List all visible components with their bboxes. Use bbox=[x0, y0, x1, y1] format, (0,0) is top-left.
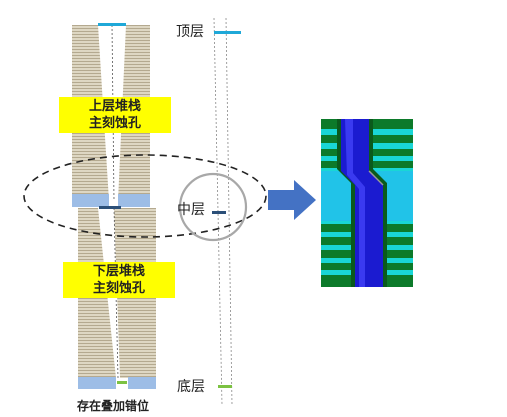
lower-stack-base-right bbox=[128, 377, 156, 389]
bottom-layer-label: 底层 bbox=[177, 379, 205, 395]
middle-layer-marker bbox=[212, 211, 226, 214]
lower-label-line1: 下层堆栈 bbox=[92, 264, 145, 279]
upper-top-marker bbox=[98, 23, 126, 26]
upper-stack-label: 上层堆栈 主刻蚀孔 bbox=[59, 97, 171, 133]
dashed-ellipse bbox=[23, 154, 267, 238]
upper-stack-base-right bbox=[118, 194, 150, 207]
simulation-panel bbox=[321, 119, 413, 287]
zoom-circle bbox=[178, 172, 248, 242]
lower-label-line2: 主刻蚀孔 bbox=[92, 281, 145, 296]
lower-stack-label: 下层堆栈 主刻蚀孔 bbox=[63, 262, 175, 298]
lower-middle-marker bbox=[99, 206, 121, 209]
misalignment-caption: 存在叠加错位 bbox=[77, 399, 150, 413]
right-arrow-icon bbox=[268, 180, 316, 220]
upper-label-line2: 主刻蚀孔 bbox=[88, 116, 141, 131]
lower-stack-base-left bbox=[78, 377, 116, 389]
bottom-layer-marker bbox=[218, 385, 232, 388]
middle-layer-label: 中层 bbox=[177, 202, 205, 218]
lower-bottom-marker bbox=[117, 381, 127, 384]
upper-label-line1: 上层堆栈 bbox=[88, 99, 141, 114]
top-layer-marker bbox=[214, 31, 241, 34]
upper-stack-base-left bbox=[72, 194, 109, 207]
top-layer-label: 顶层 bbox=[176, 24, 204, 40]
